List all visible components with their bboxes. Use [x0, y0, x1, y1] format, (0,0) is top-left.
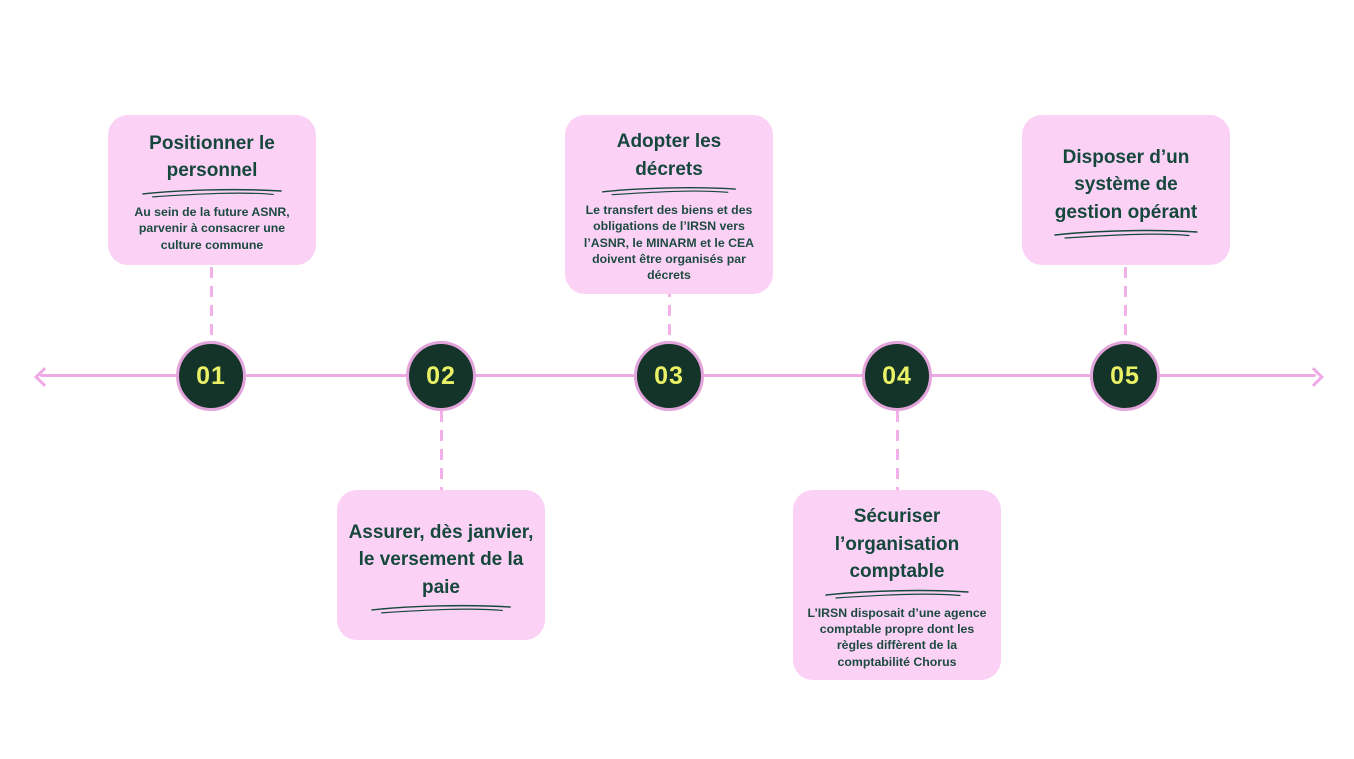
milestone-card-4: Sécuriser l’organisation comptable L’IRS… [793, 490, 1001, 681]
connector-milestone-4 [896, 411, 899, 490]
axis-arrow-right-icon [1304, 367, 1324, 387]
connector-milestone-5 [1124, 267, 1127, 341]
milestone-card-5: Disposer d’un système de gestion opérant [1022, 115, 1230, 265]
milestone-description: Le transfert des biens et des obligation… [583, 203, 755, 283]
milestone-node-2: 02 [406, 341, 476, 411]
milestone-number: 04 [882, 361, 912, 390]
milestone-card-2: Assurer, dès janvier, le versement de la… [337, 490, 545, 640]
milestone-node-1: 01 [176, 341, 246, 411]
milestone-node-3: 03 [634, 341, 704, 411]
milestone-number: 02 [426, 361, 456, 390]
axis-arrow-left-icon [34, 367, 54, 387]
milestone-title: Assurer, dès janvier, le versement de la… [348, 521, 534, 598]
milestone-card-1: Positionner le personnel Au sein de la f… [108, 115, 316, 265]
connector-milestone-1 [210, 267, 213, 341]
milestone-node-5: 05 [1090, 341, 1160, 411]
hand-drawn-underline-icon [602, 187, 736, 196]
hand-drawn-underline-icon [825, 589, 969, 599]
milestone-title: Sécuriser l’organisation comptable [834, 506, 960, 583]
milestone-description: L’IRSN disposait d’une agence comptable … [807, 605, 987, 669]
milestone-title: Positionner le personnel [149, 132, 275, 182]
milestone-title: Adopter les décrets [616, 131, 722, 180]
milestone-card-3: Adopter les décrets Le transfert des bie… [565, 115, 773, 294]
milestone-title: Disposer d’un système de gestion opérant [1054, 146, 1198, 223]
milestone-node-4: 04 [862, 341, 932, 411]
milestone-number: 05 [1110, 361, 1140, 390]
hand-drawn-underline-icon [371, 605, 511, 614]
milestone-number: 01 [196, 361, 226, 390]
milestone-number: 03 [654, 361, 684, 390]
hand-drawn-underline-icon [142, 188, 282, 198]
connector-milestone-2 [440, 411, 443, 490]
hand-drawn-underline-icon [1054, 230, 1198, 239]
milestone-description: Au sein de la future ASNR, parvenir à co… [134, 205, 290, 252]
connector-milestone-3 [668, 267, 671, 341]
